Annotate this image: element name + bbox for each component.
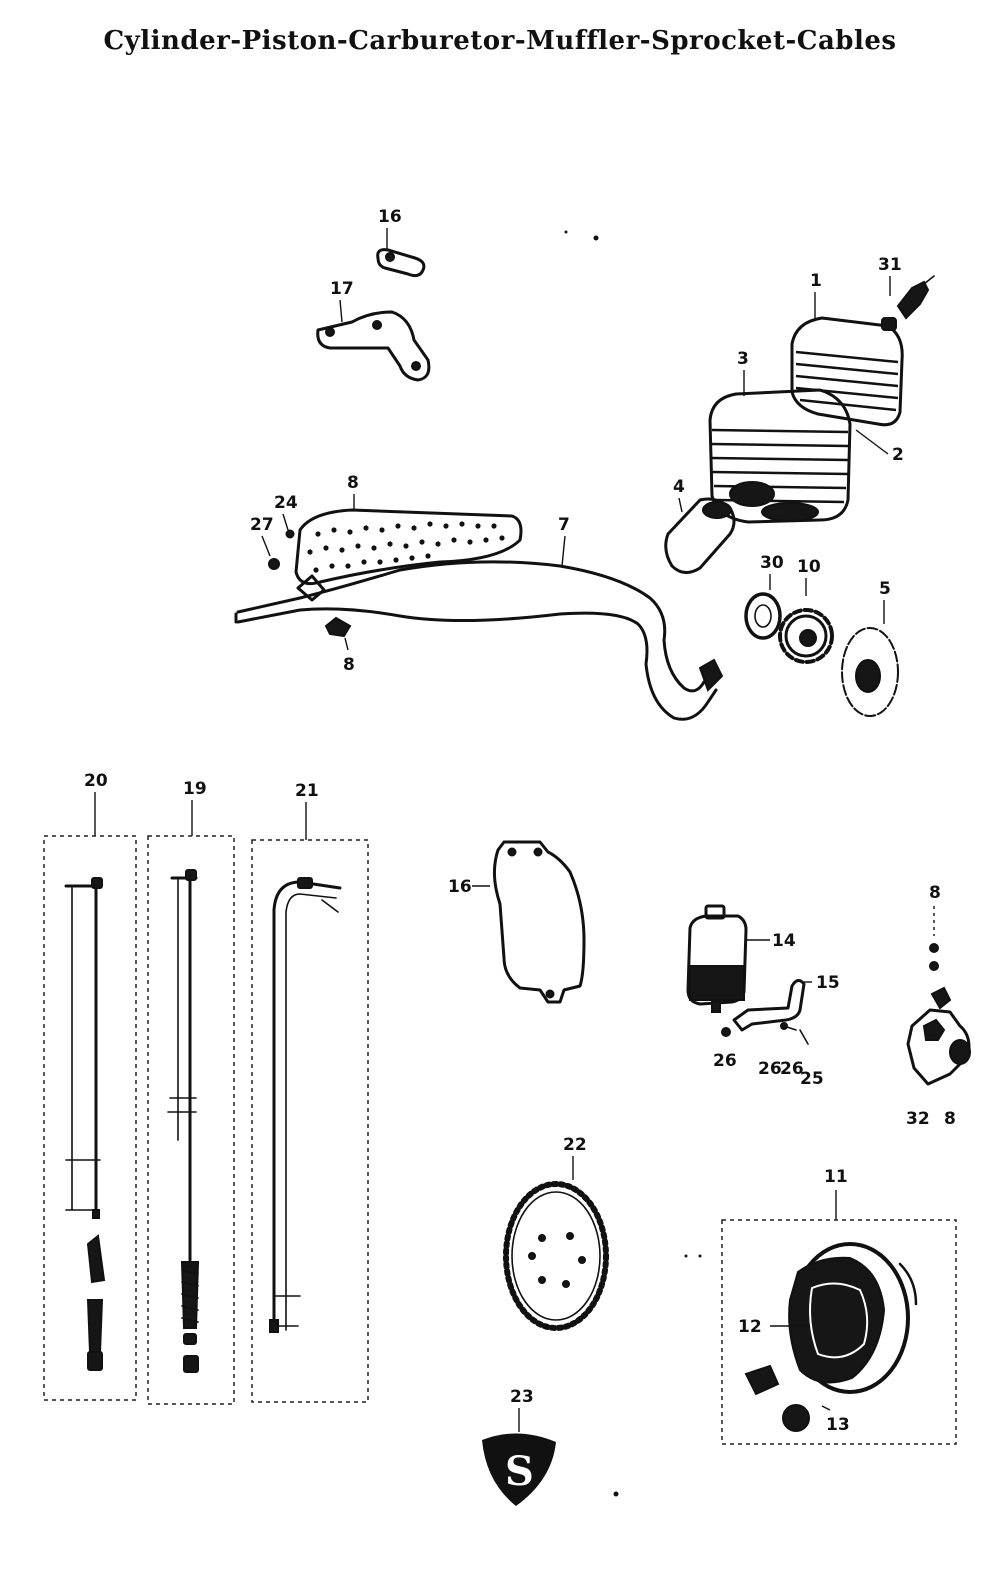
- part-16-side-cover: 16: [448, 840, 586, 1004]
- part-3-cylinder: 3: [708, 349, 852, 524]
- callout-5: 5: [879, 579, 891, 599]
- callout-31: 31: [878, 255, 902, 275]
- part-7-muffler: 7: [234, 515, 724, 721]
- callout-26-mid: 26: [758, 1059, 782, 1079]
- callout-23: 23: [510, 1387, 534, 1407]
- part-20-cable: 20: [43, 771, 137, 1401]
- part-2-gasket: 2: [855, 429, 904, 465]
- part-19-cable: 19: [147, 779, 235, 1405]
- callout-16-cover: 16: [448, 877, 472, 897]
- callout-3: 3: [737, 349, 749, 369]
- part-4-piston: 4: [664, 477, 736, 574]
- callout-25: 25: [800, 1069, 824, 1089]
- callout-20: 20: [84, 771, 108, 791]
- part-26-screws: 26 26 26 25: [713, 1022, 824, 1089]
- callout-26-left: 26: [713, 1051, 737, 1071]
- part-23-emblem: 23 S: [482, 1387, 556, 1506]
- callout-13: 13: [826, 1415, 850, 1435]
- part-16-bracket: 16: [376, 207, 426, 278]
- part-8-heat-shield: 8: [294, 473, 523, 586]
- callout-12: 12: [738, 1317, 762, 1337]
- part-15-coil-bracket: 15: [732, 973, 840, 1032]
- callout-8-shield: 8: [347, 473, 359, 493]
- callout-32: 32: [906, 1109, 930, 1129]
- part-6-bolt: 8: [324, 616, 355, 675]
- part-17-bracket: 17: [316, 279, 431, 382]
- part-30-washer: 30: [744, 553, 784, 640]
- callout-22: 22: [563, 1135, 587, 1155]
- part-10-drive-sprocket: 10: [778, 557, 834, 664]
- callout-27: 27: [250, 515, 274, 535]
- callout-4: 4: [673, 477, 685, 497]
- part-21-cable: 21: [251, 781, 369, 1403]
- callout-2: 2: [892, 445, 904, 465]
- part-22-rear-sprocket: 22: [503, 1135, 609, 1331]
- callout-24: 24: [274, 493, 298, 513]
- part-1-cylinder-head: 1: [790, 271, 904, 427]
- callout-16-top: 16: [378, 207, 402, 227]
- callout-14: 14: [772, 931, 796, 951]
- part-27-nut: 27: [250, 515, 280, 570]
- callout-8-carb-top: 8: [929, 883, 941, 903]
- callout-1: 1: [810, 271, 822, 291]
- part-5-sprocket-cover: 5: [841, 579, 899, 717]
- callout-6-muffler: 8: [343, 655, 355, 675]
- part-11-brake-assembly: 11 12 13: [721, 1167, 957, 1445]
- part-14-ignition-coil: 14: [686, 904, 796, 1013]
- callout-7: 7: [558, 515, 570, 535]
- callout-30: 30: [760, 553, 784, 573]
- callout-26-right: 26: [780, 1059, 804, 1079]
- part-24-screw: 24: [274, 493, 298, 539]
- callout-21: 21: [295, 781, 319, 801]
- callout-8-carb-bottom: 8: [944, 1109, 956, 1129]
- emblem-letter: S: [505, 1448, 534, 1495]
- callout-11: 11: [824, 1167, 848, 1187]
- callout-15: 15: [816, 973, 840, 993]
- callout-17: 17: [330, 279, 354, 299]
- callout-10-sprocket: 10: [797, 557, 821, 577]
- part-8-carburetor: 8 32 8: [906, 883, 971, 1129]
- diagram-title: Cylinder-Piston-Carburetor-Muffler-Sproc…: [103, 26, 897, 56]
- part-31-spark-plug: 31: [878, 255, 935, 331]
- callout-19: 19: [183, 779, 207, 799]
